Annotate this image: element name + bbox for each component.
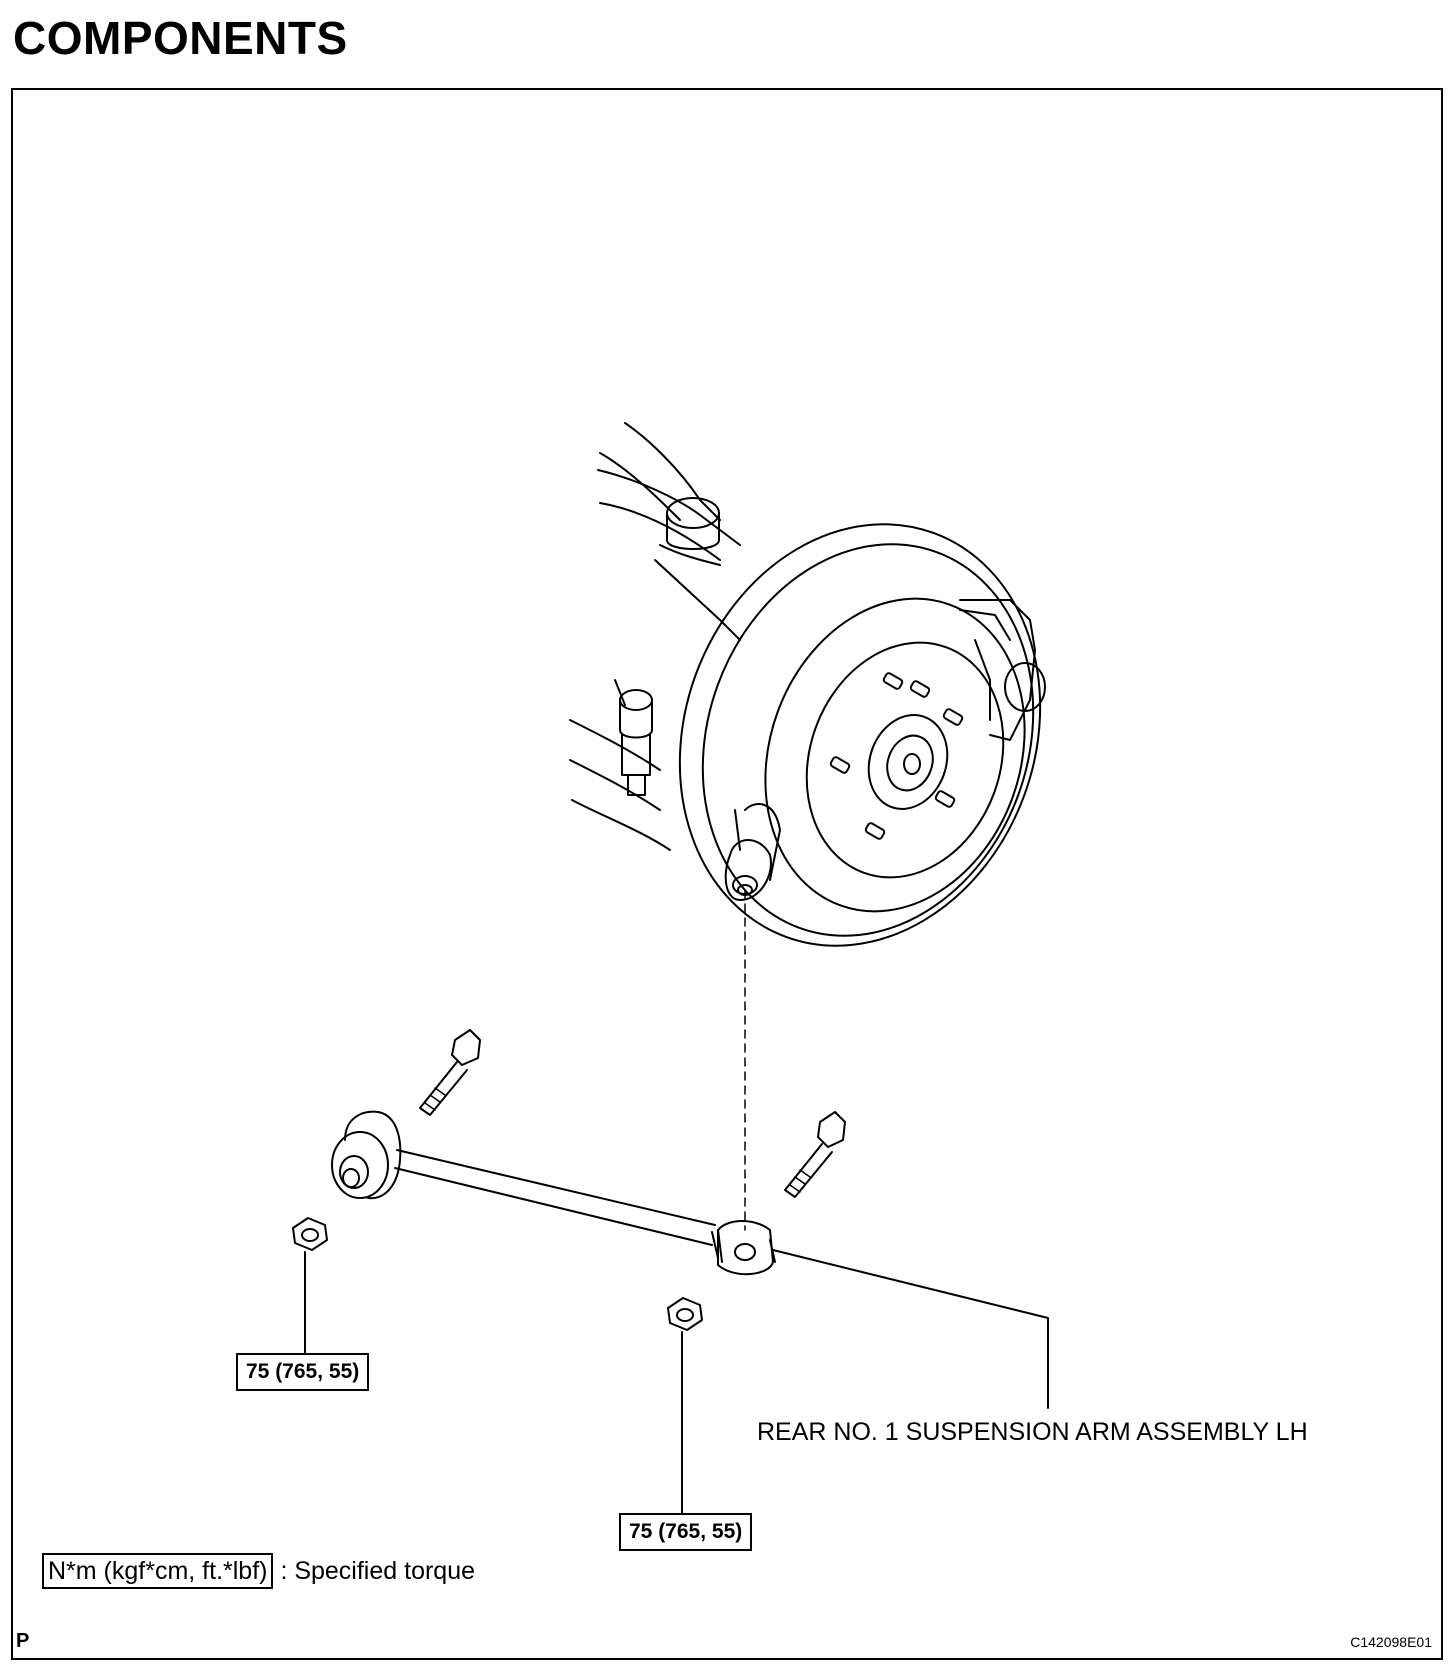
- upper-arm-illustration: [597, 422, 741, 641]
- right-bolt-illustration: [784, 1111, 846, 1198]
- left-bolt-illustration: [419, 1029, 481, 1116]
- lower-arm-illustration: [569, 679, 671, 851]
- figure-code: C142098E01: [1350, 1634, 1432, 1650]
- torque-legend: N*m (kgf*cm, ft.*lbf) : Specified torque: [42, 1553, 476, 1589]
- left-nut-illustration: [292, 1217, 328, 1354]
- section-letter: P: [16, 1630, 30, 1652]
- brake-disc-illustration: [678, 523, 1046, 947]
- torque-spec-right: 75 (765, 55): [619, 1513, 753, 1551]
- suspension-arm-illustration: [331, 1110, 1049, 1409]
- part-label-suspension-arm: REAR NO. 1 SUSPENSION ARM ASSEMBLY LH: [757, 1418, 1308, 1446]
- right-nut-illustration: [667, 1297, 703, 1514]
- torque-legend-text: : Specified torque: [280, 1557, 476, 1585]
- diagram-frame: [11, 88, 1443, 1660]
- torque-unit-box: N*m (kgf*cm, ft.*lbf): [42, 1553, 274, 1589]
- page-title: COMPONENTS: [13, 12, 348, 64]
- torque-spec-left: 75 (765, 55): [236, 1353, 370, 1391]
